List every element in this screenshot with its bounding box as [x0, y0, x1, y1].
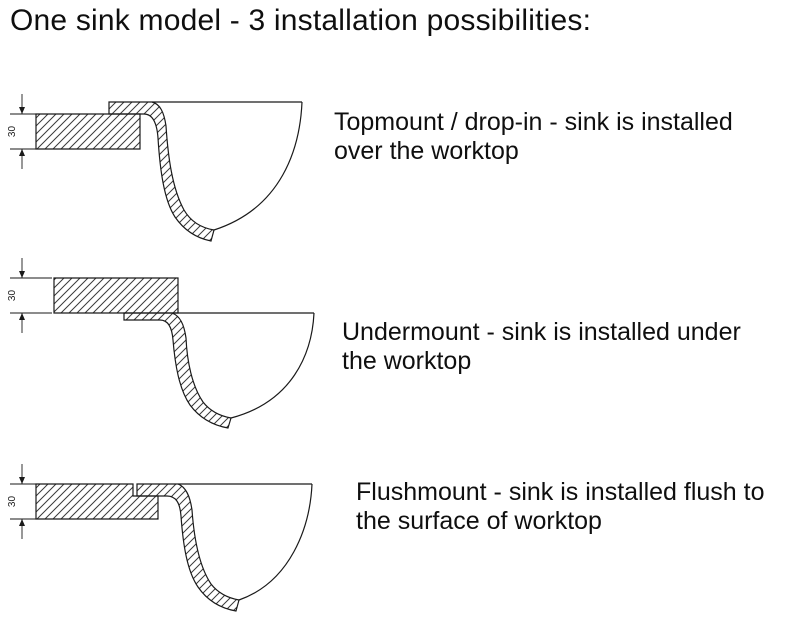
- sink-bowl-arc: [213, 101, 303, 231]
- dimension-arrow: [19, 313, 25, 320]
- sink-bowl-arc: [230, 312, 315, 419]
- sink-wall-section: [108, 101, 215, 242]
- topmount-label: Topmount / drop-in - sink is installed o…: [334, 108, 733, 165]
- worktop-section: [53, 277, 179, 314]
- topmount-drawing: 30: [7, 94, 303, 242]
- sink-bowl-arc: [238, 483, 313, 601]
- topmount-dimension: 30: [7, 94, 38, 169]
- dimension-arrow: [19, 271, 25, 278]
- undermount-dimension: 30: [7, 258, 52, 333]
- flushmount-drawing: 30: [7, 464, 313, 612]
- dimension-arrow: [19, 519, 25, 526]
- dimension-value: 30: [7, 290, 18, 302]
- sink-wall-section: [136, 483, 240, 612]
- undermount-label: Undermount - sink is installed under the…: [342, 318, 741, 375]
- dimension-value: 30: [7, 126, 18, 138]
- page-title: One sink model - 3 installation possibil…: [10, 4, 592, 37]
- dimension-arrow: [19, 477, 25, 484]
- undermount-drawing: 30: [7, 258, 315, 429]
- flushmount-dimension: 30: [7, 464, 38, 539]
- flushmount-label: Flushmount - sink is installed flush to …: [356, 478, 765, 535]
- dimension-value: 30: [7, 496, 18, 508]
- worktop-section: [35, 113, 141, 150]
- dimension-arrow: [19, 149, 25, 156]
- sink-wall-section: [123, 312, 232, 429]
- dimension-arrow: [19, 107, 25, 114]
